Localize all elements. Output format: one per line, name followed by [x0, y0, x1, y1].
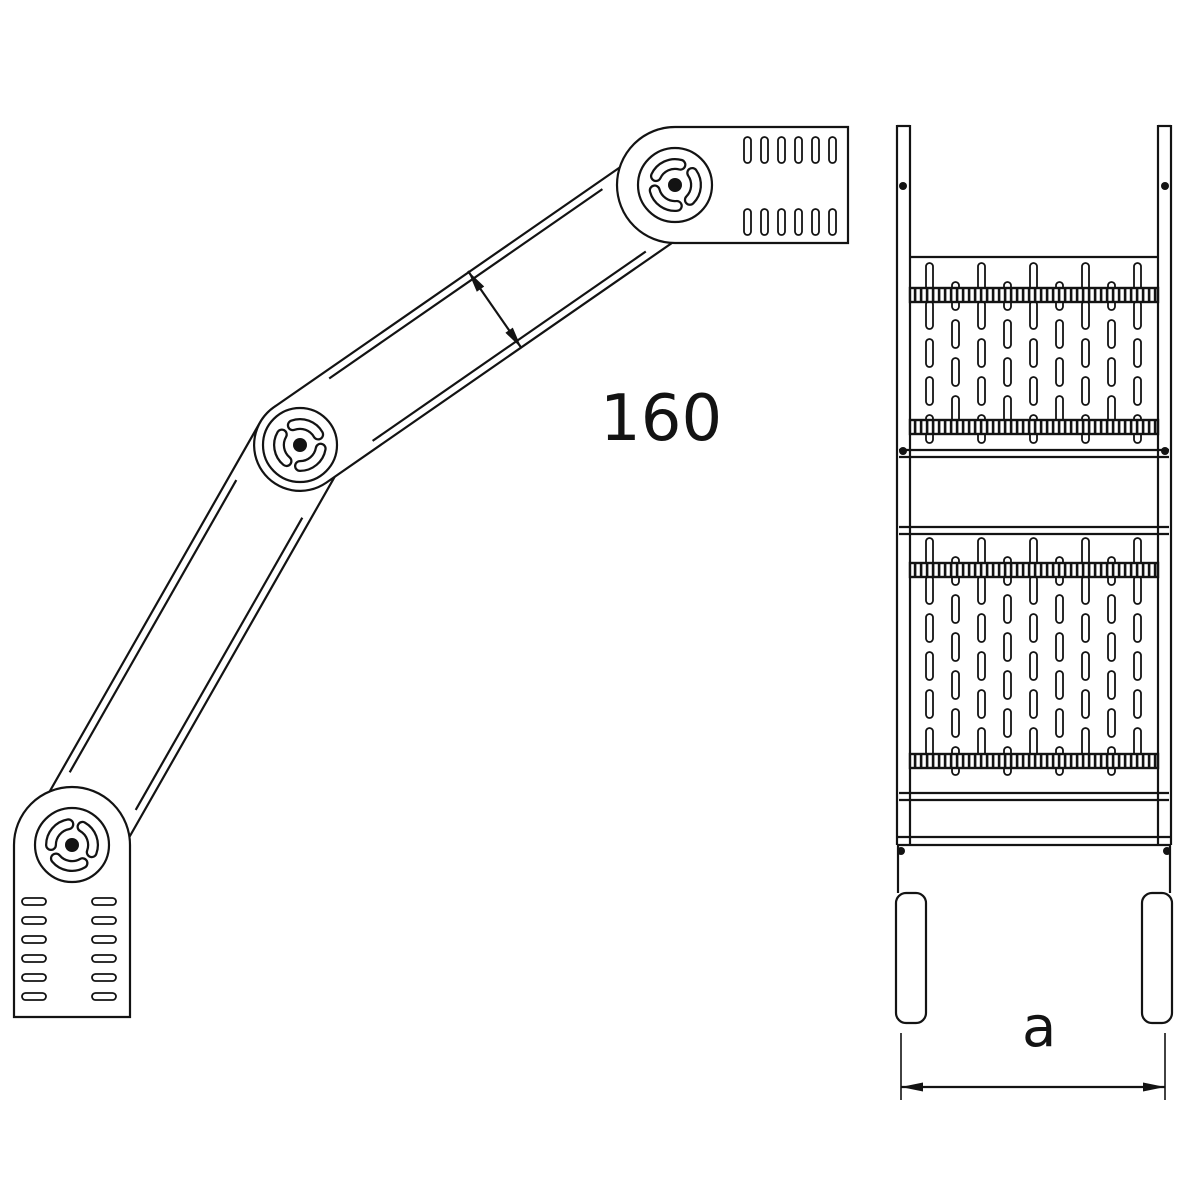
- hinge-bands: [908, 286, 1160, 770]
- pivot-joint-bottom: [33, 806, 111, 884]
- dimension-label-160: 160: [600, 382, 722, 456]
- dimension-label-a: a: [1022, 995, 1056, 1060]
- arm-upper: [253, 138, 722, 492]
- pivot-joint-top: [636, 146, 714, 224]
- dimension-tray-width: a: [900, 995, 1166, 1100]
- arrowhead-right-icon: [1143, 1082, 1165, 1092]
- tray-seam-lines: [897, 255, 1171, 847]
- arrowhead-up-icon: [468, 271, 485, 292]
- arm-lower: [25, 398, 347, 892]
- bottom-rail-profiles: [894, 845, 1174, 1025]
- front-view: a: [894, 124, 1174, 1100]
- dimension-segment-width: 160: [467, 270, 722, 456]
- bottom-plate-slots: [21, 897, 117, 1001]
- arrowhead-down-icon: [505, 327, 522, 349]
- side-view: 160: [12, 125, 850, 1019]
- tray-side-rails: [895, 124, 1173, 845]
- pivot-joint-middle: [261, 406, 339, 484]
- arrowhead-left-icon: [901, 1082, 923, 1092]
- top-plate-slots: [743, 136, 837, 236]
- arm-edge-lines: [68, 188, 647, 811]
